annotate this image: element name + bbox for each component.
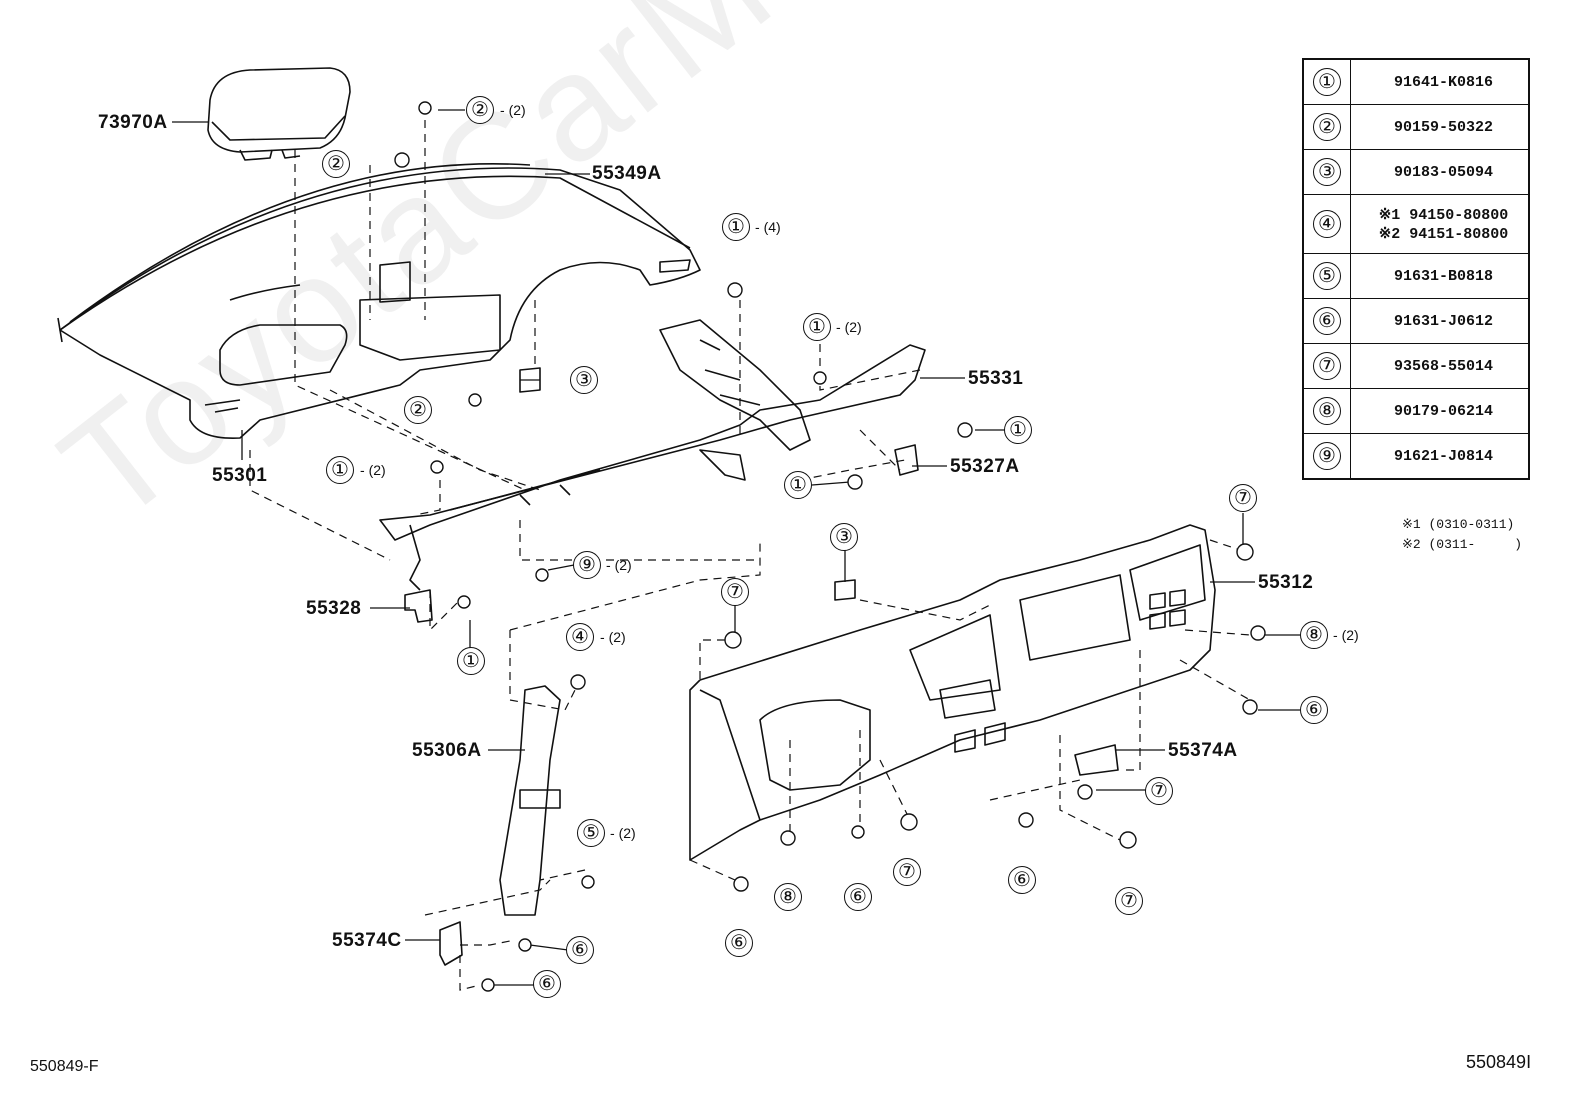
callout-marker: ⑦ xyxy=(1115,887,1143,915)
legend-number: ③ xyxy=(1313,158,1341,186)
callout-qty: - (2) xyxy=(836,319,862,335)
callout-marker: ③ xyxy=(830,523,858,551)
callout-marker: ③ xyxy=(570,366,598,394)
callout-marker: ① xyxy=(784,471,812,499)
legend-row: ④ ※1 94150-80800※2 94151-80800 xyxy=(1302,194,1530,254)
label-55349a: 55349A xyxy=(592,163,662,184)
callout-marker: ⑥ xyxy=(725,929,753,957)
callout-marker: ⑥ xyxy=(566,936,594,964)
callout-qty: - (2) xyxy=(606,557,632,573)
legend-part-number: 91631-B0818 xyxy=(1350,253,1530,299)
legend-row: ⑧ 90179-06214 xyxy=(1302,388,1530,434)
callout-marker: ⑦ xyxy=(1145,777,1173,805)
callout-marker: ② xyxy=(322,150,350,178)
legend-row: ⑦ 93568-55014 xyxy=(1302,343,1530,389)
callout-qty: - (2) xyxy=(1333,627,1359,643)
legend-number: ① xyxy=(1313,68,1341,96)
legend-number: ⑨ xyxy=(1313,442,1341,470)
callout-marker: ① xyxy=(457,647,485,675)
callout-marker: ⑥ xyxy=(844,883,872,911)
brace-55306a-part xyxy=(499,685,561,916)
callout-marker: ① xyxy=(803,313,831,341)
footer-diagram-code-left: 550849-F xyxy=(30,1058,99,1075)
callout-marker: ② xyxy=(466,96,494,124)
legend-part-number: 93568-55014 xyxy=(1350,343,1530,389)
callout-marker: ① xyxy=(1004,416,1032,444)
legend-row: ③ 90183-05094 xyxy=(1302,149,1530,195)
callout-qty: - (4) xyxy=(755,219,781,235)
legend-part-number: 90183-05094 xyxy=(1350,149,1530,195)
legend-row: ⑥ 91631-J0612 xyxy=(1302,298,1530,344)
label-55374c: 55374C xyxy=(332,930,402,951)
legend-row: ⑤ 91631-B0818 xyxy=(1302,253,1530,299)
legend-part-number: ※1 94150-80800※2 94151-80800 xyxy=(1350,194,1530,254)
label-55331: 55331 xyxy=(968,368,1024,389)
legend-number: ⑦ xyxy=(1313,352,1341,380)
legend-number: ⑤ xyxy=(1313,262,1341,290)
parts-legend-table: ① 91641-K0816 ② 90159-50322 ③ 90183-0509… xyxy=(1302,58,1530,480)
legend-part-number: 90179-06214 xyxy=(1350,388,1530,434)
legend-row: ① 91641-K0816 xyxy=(1302,58,1530,105)
callout-qty: - (2) xyxy=(360,462,386,478)
callout-marker: ② xyxy=(404,396,432,424)
callout-marker: ④ xyxy=(566,623,594,651)
legend-part-number: 91641-K0816 xyxy=(1350,58,1530,105)
callout-qty: - (2) xyxy=(600,629,626,645)
bracket-55374c-part xyxy=(439,921,463,966)
callout-marker: ⑥ xyxy=(1300,696,1328,724)
label-55327a: 55327A xyxy=(950,456,1020,477)
reinforcement-beam-part xyxy=(379,319,926,591)
legend-row: ② 90159-50322 xyxy=(1302,104,1530,150)
legend-number: ④ xyxy=(1313,210,1341,238)
callout-marker: ⑨ xyxy=(573,551,601,579)
airbag-cover-part xyxy=(207,67,351,161)
callout-marker: ⑦ xyxy=(721,578,749,606)
brace-55327a-part xyxy=(894,444,919,476)
callout-marker: ⑦ xyxy=(1229,484,1257,512)
callout-qty: - (2) xyxy=(500,102,526,118)
legend-number: ② xyxy=(1313,113,1341,141)
callout-marker: ⑧ xyxy=(1300,621,1328,649)
legend-part-number: 91621-J0814 xyxy=(1350,433,1530,480)
label-55301: 55301 xyxy=(212,465,268,486)
legend-note-1: ※1 (0310-0311) xyxy=(1402,517,1515,532)
label-55374a: 55374A xyxy=(1168,740,1238,761)
legend-note-2: ※2 (0311- ) xyxy=(1402,537,1523,552)
legend-number: ⑧ xyxy=(1313,397,1341,425)
instrument-panel-pad-part xyxy=(57,163,701,439)
legend-part-number: 91631-J0612 xyxy=(1350,298,1530,344)
label-73970a: 73970A xyxy=(98,112,168,133)
callout-marker: ⑥ xyxy=(1008,866,1036,894)
callout-marker: ⑦ xyxy=(893,858,921,886)
legend-number: ⑥ xyxy=(1313,307,1341,335)
label-55328: 55328 xyxy=(306,598,362,619)
callout-marker: ⑥ xyxy=(533,970,561,998)
footer-diagram-code-right: 550849I xyxy=(1466,1052,1532,1072)
callout-qty: - (2) xyxy=(610,825,636,841)
bracket-55328-part xyxy=(404,589,433,623)
callout-marker: ① xyxy=(722,213,750,241)
label-55312: 55312 xyxy=(1258,572,1314,593)
legend-part-number: 90159-50322 xyxy=(1350,104,1530,150)
callout-marker: ① xyxy=(326,456,354,484)
callout-marker: ⑤ xyxy=(577,819,605,847)
legend-row: ⑨ 91621-J0814 xyxy=(1302,433,1530,480)
label-55306a: 55306A xyxy=(412,740,482,761)
callout-marker: ⑧ xyxy=(774,883,802,911)
instrument-panel-main-part xyxy=(689,524,1216,861)
bracket-55374a-part xyxy=(1074,744,1119,776)
